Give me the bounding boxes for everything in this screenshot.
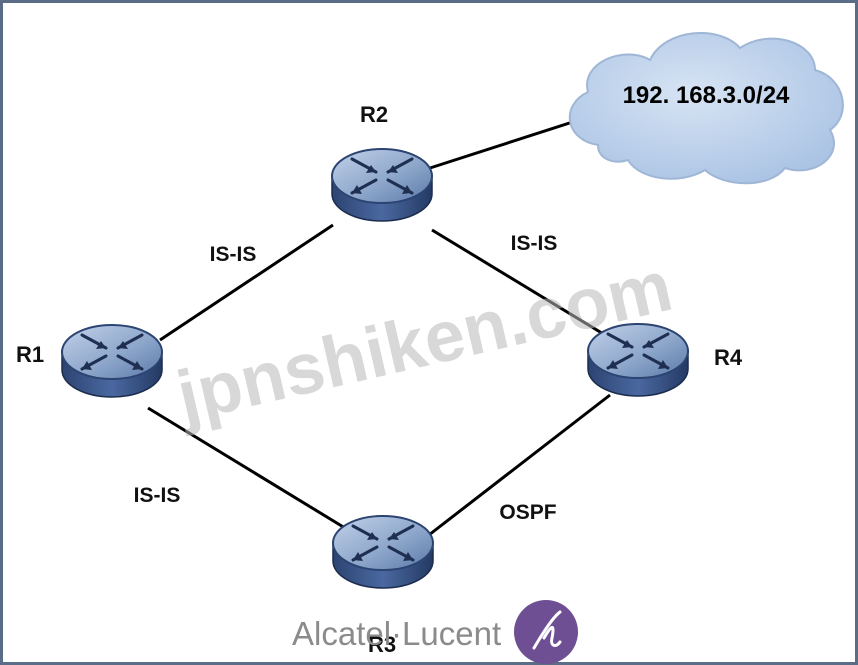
router-icon — [60, 323, 164, 399]
link-r2-r4-label: IS-IS — [511, 232, 558, 255]
brand-name: Alcatel·Lucent — [292, 615, 501, 652]
link-r3-r4 — [424, 393, 611, 540]
network-cloud: 192. 168.3.0/24 — [568, 32, 844, 185]
router-r3-label: R3 — [368, 632, 396, 657]
link-r1-r3 — [147, 406, 346, 530]
link-r2-r4 — [431, 228, 611, 340]
links — [147, 116, 611, 540]
link-r1-r3-label: IS-IS — [134, 484, 181, 507]
cloud-shape — [568, 32, 844, 185]
router-icon — [331, 514, 435, 590]
router-r2-label: R2 — [360, 102, 388, 127]
link-r1-r2 — [159, 223, 334, 342]
brand-logo: Alcatel·Lucent — [292, 600, 578, 664]
router-icon — [330, 147, 434, 223]
router-r2 — [330, 147, 434, 223]
router-r4-label: R4 — [714, 345, 743, 370]
network-label: 192. 168.3.0/24 — [623, 82, 790, 109]
router-r1 — [60, 323, 164, 399]
router-r1-label: R1 — [16, 342, 44, 367]
link-r1-r2-label: IS-IS — [210, 243, 257, 266]
link-r3-r4-label: OSPF — [499, 501, 556, 524]
router-r3 — [331, 514, 435, 590]
link-r2-cloud — [429, 116, 586, 170]
brand-emblem-icon — [514, 600, 578, 664]
